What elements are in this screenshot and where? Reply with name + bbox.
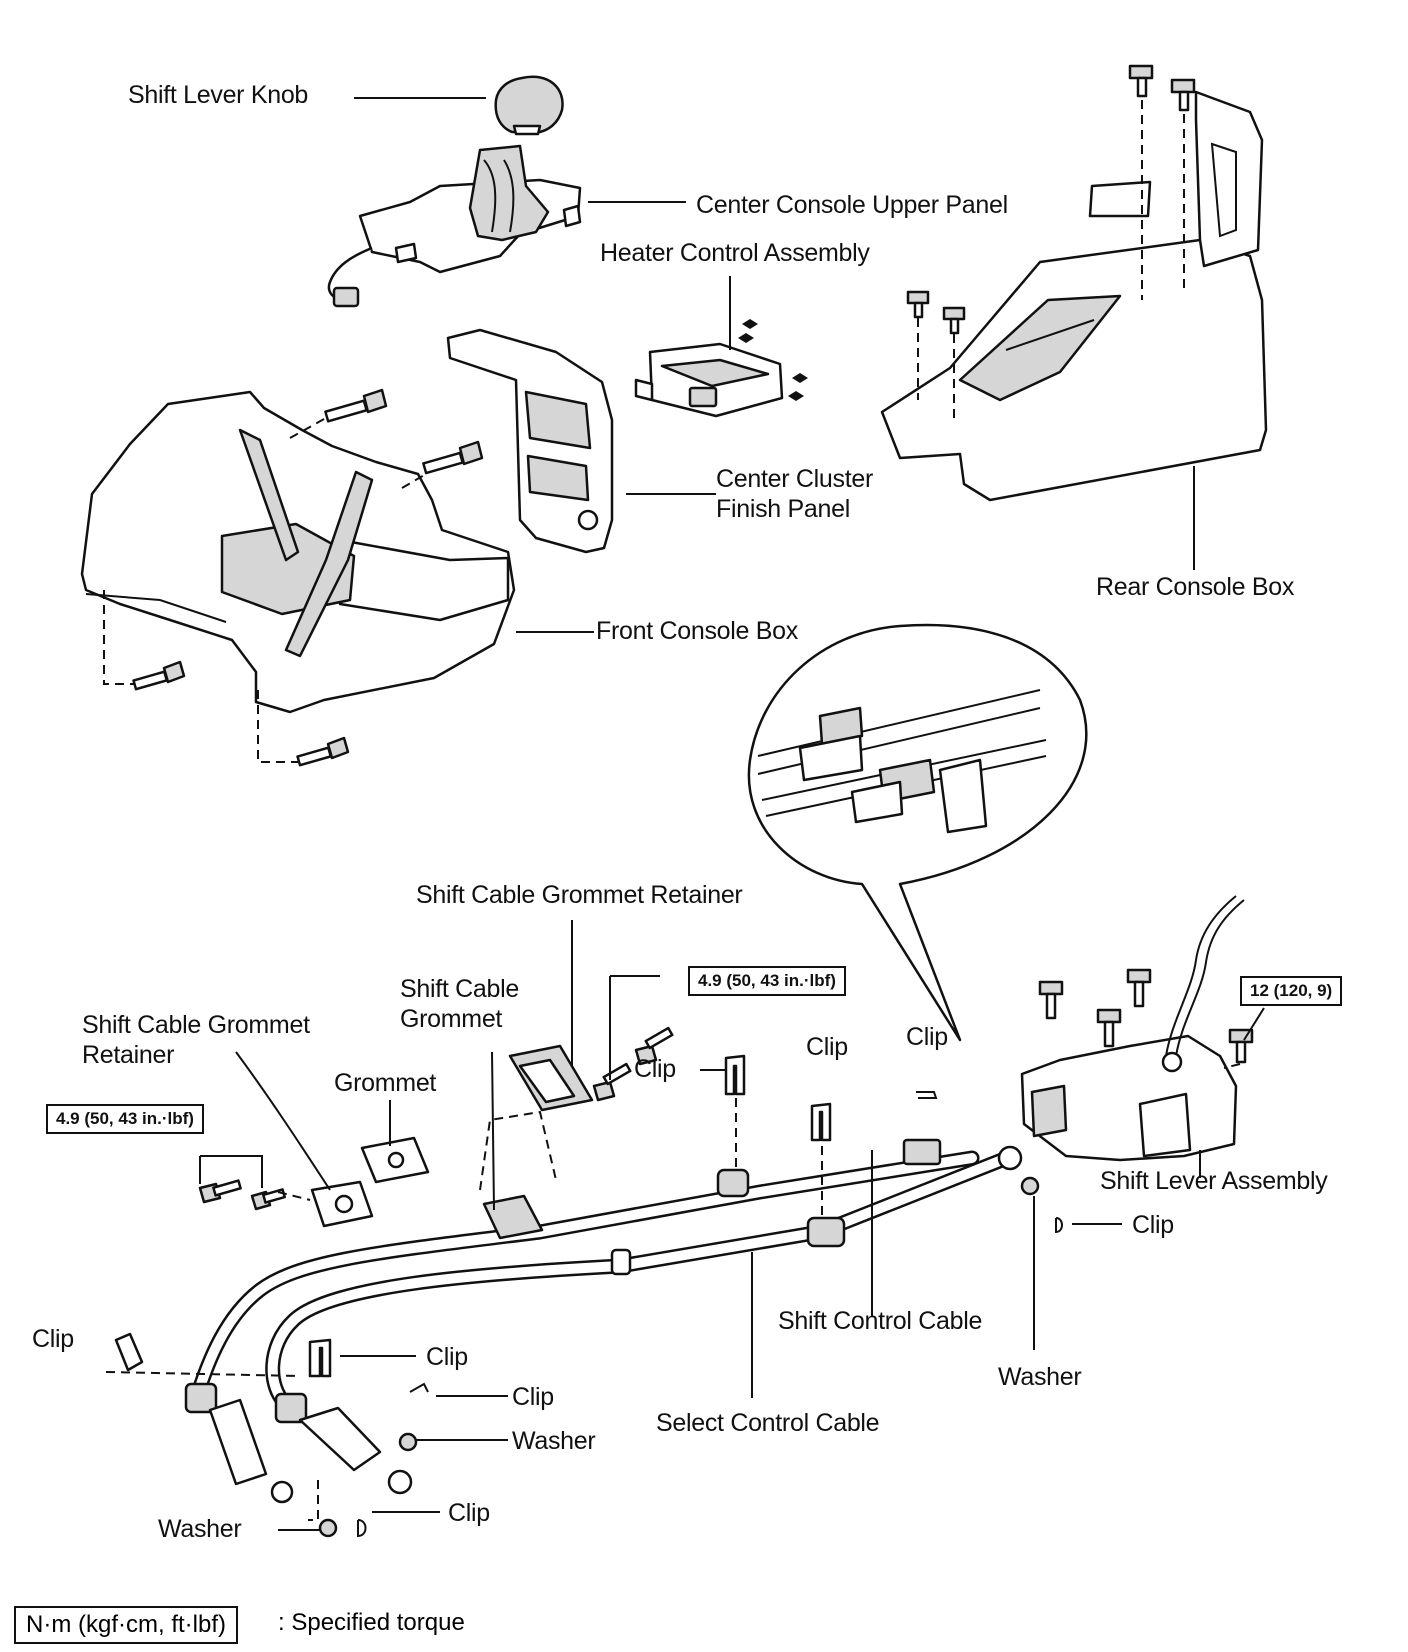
torque-retainer-bolts: 4.9 (50, 43 in.·lbf)	[46, 1104, 204, 1134]
center-console-upper-panel-drawing	[327, 144, 582, 308]
label-clip-c: Clip	[906, 1023, 948, 1051]
torque-shift-lever-bolts: 12 (120, 9)	[1240, 976, 1343, 1006]
label-shift-control-cable: Shift Control Cable	[778, 1307, 983, 1335]
rear-console-bolts	[906, 64, 1196, 335]
label-shift-cable-grommet-retainer-top: Shift Cable Grommet Retainer	[416, 881, 743, 909]
label-shift-cable-grommet-line2: Grommet	[400, 1005, 503, 1033]
label-grommet: Grommet	[334, 1069, 437, 1097]
label-select-control-cable: Select Control Cable	[656, 1409, 880, 1437]
heater-control-assembly-drawing	[634, 319, 808, 418]
label-clip-g: Clip	[512, 1383, 554, 1411]
label-washer-bottom: Washer	[158, 1515, 242, 1543]
grommets-drawing	[198, 1026, 674, 1240]
label-shift-cable-grommet-retainer-left-line1: Shift Cable Grommet	[82, 1011, 310, 1039]
legend-torque-unit-box: N·m (kgf·cm, ft·lbf)	[14, 1606, 238, 1644]
label-clip-a: Clip	[634, 1055, 676, 1083]
label-clip-e: Clip	[32, 1325, 74, 1353]
label-washer-right: Washer	[998, 1363, 1082, 1391]
center-cluster-finish-panel-drawing	[446, 328, 614, 554]
shift-lever-knob-drawing	[494, 75, 564, 136]
label-clip-d: Clip	[1132, 1211, 1174, 1239]
label-shift-cable-grommet-retainer-left-line2: Retainer	[82, 1041, 175, 1069]
shift-lever-bolts	[1038, 968, 1254, 1064]
label-shift-cable-grommet-line1: Shift Cable	[400, 975, 519, 1003]
label-washer-mid: Washer	[512, 1427, 596, 1455]
magnified-detail-circle	[747, 623, 1088, 1042]
label-shift-lever-assembly: Shift Lever Assembly	[1100, 1167, 1328, 1195]
clips-drawing	[105, 1054, 1063, 1538]
label-shift-lever-knob: Shift Lever Knob	[128, 81, 309, 109]
cables-drawing	[184, 1138, 1040, 1538]
label-rear-console-box: Rear Console Box	[1096, 573, 1295, 601]
rear-console-box-drawing	[880, 64, 1268, 502]
label-heater-control-assembly: Heater Control Assembly	[600, 239, 870, 267]
front-console-bolts	[132, 388, 484, 767]
label-center-cluster-finish-panel-line2: Finish Panel	[716, 495, 850, 523]
label-clip-h: Clip	[448, 1499, 490, 1527]
torque-bracket-bolts: 4.9 (50, 43 in.·lbf)	[688, 966, 846, 996]
label-clip-b: Clip	[806, 1033, 848, 1061]
retainer-bolts	[198, 1026, 674, 1211]
leader-lines	[199, 97, 1265, 1531]
label-center-cluster-finish-panel-line1: Center Cluster	[716, 465, 873, 493]
label-center-console-upper-panel: Center Console Upper Panel	[696, 191, 1008, 219]
label-front-console-box: Front Console Box	[596, 617, 798, 645]
label-clip-f: Clip	[426, 1343, 468, 1371]
legend-torque-text: : Specified torque	[278, 1609, 465, 1636]
shift-lever-assembly-drawing	[1020, 895, 1254, 1162]
front-console-box-drawing	[80, 388, 516, 767]
